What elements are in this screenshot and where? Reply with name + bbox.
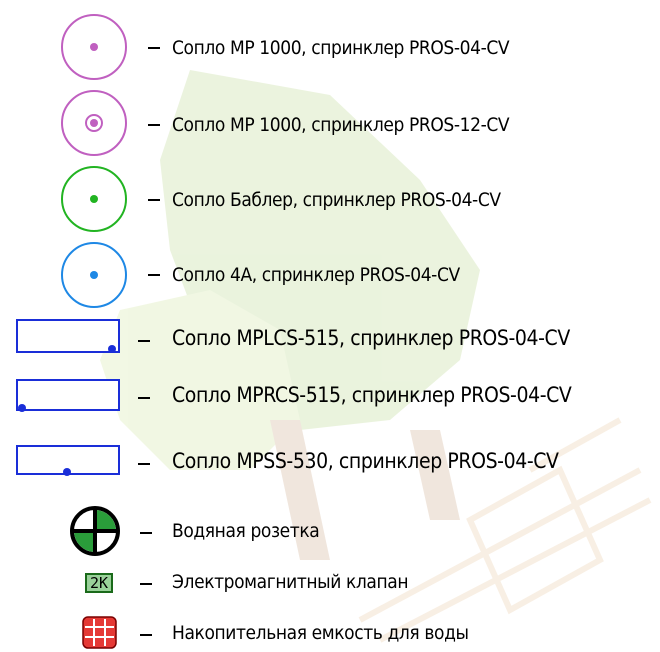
legend-label: Электромагнитный клапан	[172, 571, 409, 593]
tree-crown-watermark	[160, 70, 480, 430]
legend-label: Сопло MPSS-530, спринклер PROS-04-CV	[172, 449, 559, 473]
legend-dash	[140, 532, 152, 534]
legend-label: Водяная розетка	[172, 520, 320, 542]
legend-label: Сопло МР 1000, спринклер PROS-12-CV	[172, 114, 510, 136]
legend-dash	[138, 340, 150, 342]
legend-label: Сопло 4А, спринклер PROS-04-CV	[172, 264, 460, 286]
watermark-letters	[358, 417, 652, 643]
legend-dash	[138, 397, 150, 399]
tree-trunk-watermark	[270, 420, 330, 560]
valve-code: 2K	[89, 574, 109, 592]
legend-label: Накопительная емкость для воды	[172, 622, 469, 644]
legend-dash	[148, 199, 160, 201]
water-socket-icon	[70, 506, 120, 556]
legend-dash	[140, 634, 152, 636]
strip-nozzle-left-icon	[16, 379, 120, 412]
legend-dash	[148, 124, 160, 126]
legend-label: Сопло Баблер, спринклер PROS-04-CV	[172, 189, 501, 211]
solenoid-valve-icon: 2K	[85, 573, 113, 593]
tree-trunk-watermark-2	[410, 430, 460, 520]
strip-nozzle-right-icon	[16, 319, 120, 353]
legend-dash	[148, 47, 160, 49]
nozzle-circle-ring-dot-icon	[61, 90, 127, 156]
legend-dash	[138, 463, 150, 465]
legend-label: Сопло МР 1000, спринклер PROS-04-CV	[172, 37, 510, 59]
nozzle-circle-dot-icon	[61, 14, 127, 80]
legend-label: Сопло MPLCS-515, спринклер PROS-04-CV	[172, 326, 570, 350]
legend-dash	[148, 274, 160, 276]
water-tank-icon	[82, 616, 117, 649]
tree-crown-watermark-2	[100, 290, 300, 470]
legend-dash	[140, 583, 152, 585]
strip-nozzle-center-icon	[16, 445, 120, 476]
legend-label: Сопло MPRCS-515, спринклер PROS-04-CV	[172, 383, 572, 407]
nozzle-circle-dot-icon	[61, 242, 127, 308]
nozzle-circle-dot-icon	[61, 166, 127, 232]
